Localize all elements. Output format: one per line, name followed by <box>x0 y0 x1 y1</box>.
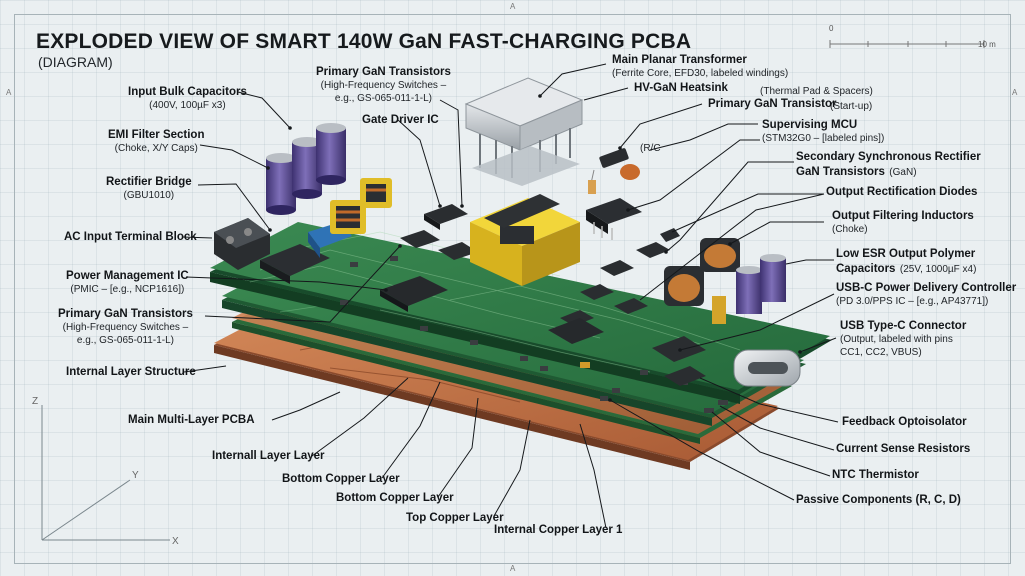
label-gate-driver: Gate Driver IC <box>362 114 439 126</box>
main-planar-transformer <box>470 194 580 286</box>
primary-gan-transistors-chip <box>400 230 478 260</box>
diagram-subtitle: (DIAGRAM) <box>38 54 113 70</box>
label-polymer-caps: Low ESR Output Polymer Capacitors (25V, … <box>836 248 977 275</box>
label-main-pcba: Main Multi-Layer PCBA <box>128 414 255 426</box>
label-emi-filter: EMI Filter Section (Choke, X/Y Caps) <box>108 129 205 154</box>
edge-mark-left: A <box>6 88 12 97</box>
label-ntc: NTC Thermistor <box>832 469 919 481</box>
gate-driver-chip <box>424 204 468 230</box>
label-internal-layer-structure: Internal Layer Structure <box>66 366 196 378</box>
supervising-mcu <box>586 198 642 240</box>
output-polymer-capacitor-3 <box>712 296 726 324</box>
label-optoisolator: Feedback Optoisolator <box>842 416 967 428</box>
label-hv-heatsink: HV-GaN Heatsink <box>634 82 728 94</box>
edge-mark-bottom: A <box>510 564 516 573</box>
secondary-sync-rectifier <box>600 242 670 276</box>
label-output-diodes: Output Rectification Diodes <box>826 186 978 198</box>
emi-choke-1 <box>330 200 366 234</box>
label-internal-copper-1: Internal Copper Layer 1 <box>494 524 623 536</box>
optoisolator <box>664 366 706 386</box>
label-startup-transistor: Primary GaN Transistor <box>708 98 837 110</box>
input-bulk-capacitor-3 <box>316 123 346 185</box>
label-sync-rectifier: Secondary Synchronous Rectifier GaN Tran… <box>796 151 981 178</box>
leader-lines <box>182 63 839 529</box>
output-inductor-1 <box>700 238 740 272</box>
rectifier-bridge <box>260 244 330 284</box>
input-bulk-capacitor-1 <box>266 153 296 215</box>
axis-y-label: Y <box>132 470 139 481</box>
label-primary-gan-top: Primary GaN Transistors (High-Frequency … <box>316 66 451 104</box>
label-startup-transistor-sub: (Start-up) <box>830 101 873 112</box>
label-passives: Passive Components (R, C, D) <box>796 494 961 506</box>
label-primary-gan-left: Primary GaN Transistors (High-Frequency … <box>58 308 193 346</box>
label-usb-pd: USB-C Power Delivery Controller (PD 3.0/… <box>836 282 1017 307</box>
emi-choke-2 <box>360 178 392 208</box>
coordinate-axes <box>41 405 170 541</box>
label-ac-input: AC Input Terminal Block <box>64 231 197 243</box>
usb-type-c-connector <box>733 349 801 387</box>
label-pmic: Power Management IC (PMIC – [e.g., NCP16… <box>66 270 189 295</box>
output-polymer-capacitor-1 <box>736 266 762 314</box>
ac-input-terminal-block <box>214 218 270 270</box>
edge-mark-right: A <box>1012 88 1018 97</box>
pmic-chip <box>380 276 448 312</box>
scale-end-label: 10 m <box>978 40 996 49</box>
axis-z-label: Z <box>32 396 39 407</box>
hv-gan-heatsink <box>464 77 584 186</box>
label-rectifier-bridge: Rectifier Bridge (GBU1010) <box>106 176 192 201</box>
label-usb-c: USB Type-C Connector (Output, labeled wi… <box>840 320 967 358</box>
output-diodes <box>560 228 680 326</box>
label-bottom-copper-2: Bottom Copper Layer <box>336 492 454 504</box>
label-internal-layer: Internall Layer Layer <box>212 450 325 462</box>
diagram-title: EXPLODED VIEW OF SMART 140W GaN FAST-CHA… <box>36 30 692 53</box>
leader-dots <box>266 94 802 402</box>
rc-component <box>588 164 640 194</box>
label-rc: (R/C <box>640 143 661 154</box>
axis-x-label: X <box>172 536 179 547</box>
label-current-sense: Current Sense Resistors <box>836 443 971 455</box>
output-polymer-capacitor-2 <box>760 254 786 302</box>
mcu-main <box>548 318 604 344</box>
label-output-inductors: Output Filtering Inductors (Choke) <box>832 210 974 235</box>
drawing-frame <box>14 14 1011 564</box>
label-main-transformer: Main Planar Transformer (Ferrite Core, E… <box>612 54 789 79</box>
label-input-bulk-capacitors: Input Bulk Capacitors (400V, 100µF x3) <box>128 86 247 111</box>
scale-bar <box>828 36 988 50</box>
label-hv-heatsink-sub: (Thermal Pad & Spacers) <box>760 86 873 97</box>
label-bottom-copper-1: Bottom Copper Layer <box>282 473 400 485</box>
scale-start-label: 0 <box>829 24 834 33</box>
label-supervising-mcu: Supervising MCU (STM32G0 – [labeled pins… <box>762 119 885 144</box>
label-top-copper: Top Copper Layer <box>406 512 504 524</box>
output-inductor-2 <box>664 266 704 306</box>
edge-mark-top: A <box>510 2 516 11</box>
